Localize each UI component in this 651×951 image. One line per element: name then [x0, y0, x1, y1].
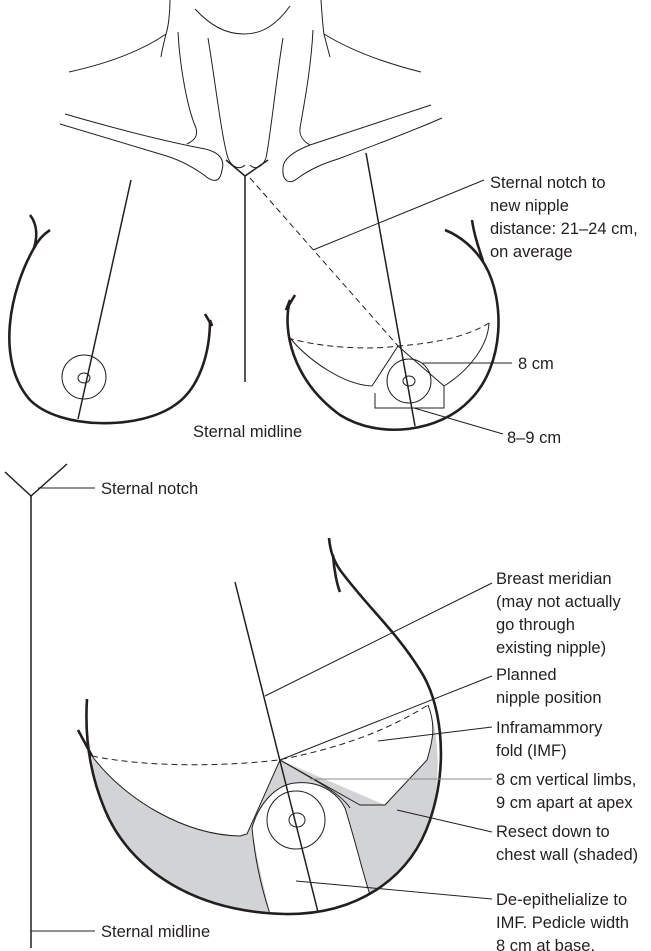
sternal-notch-and-midline: Sternal notch Sternal midline	[4, 463, 210, 948]
leader-planned-nipple	[279, 675, 493, 761]
label-breast-meridian: Breast meridian (may not actually go thr…	[496, 570, 625, 657]
label-sternal-midline-bottom: Sternal midline	[101, 923, 210, 941]
label-deepithelialize: De-epithelialize to IMF. Pedicle width 8…	[496, 891, 634, 951]
label-sternal-notch: Sternal notch	[101, 480, 198, 498]
top-panel: Sternal notch to new nipple distance: 21…	[8, 0, 642, 447]
leader-notch-distance	[312, 179, 485, 251]
left-breast	[8, 179, 214, 425]
top-labels: Sternal notch to new nipple distance: 21…	[193, 174, 642, 447]
bottom-labels: Breast meridian (may not actually go thr…	[264, 570, 641, 951]
leader-resect	[396, 809, 493, 833]
neck-and-shoulders	[59, 0, 443, 382]
bottom-breast	[76, 537, 443, 916]
label-resect: Resect down to chest wall (shaded)	[496, 823, 638, 864]
leader-deepithelialize	[295, 880, 493, 900]
right-breast	[249, 152, 500, 432]
leader-8-9cm	[413, 407, 504, 435]
bottom-panel: Sternal notch Sternal midline	[4, 463, 641, 951]
label-sternal-notch-distance: Sternal notch to new nipple distance: 21…	[490, 174, 642, 261]
label-8cm: 8 cm	[518, 355, 554, 373]
label-8-9cm: 8–9 cm	[507, 429, 561, 447]
leader-imf	[377, 726, 493, 742]
label-imf: Inframammory fold (IMF)	[496, 719, 607, 760]
notch-to-nipple-dashed-line	[249, 177, 399, 347]
imf-dashed-line	[287, 322, 490, 349]
leader-breast-meridian	[264, 582, 493, 697]
imf-dashed-line-bottom	[91, 704, 429, 766]
label-planned-nipple: Planned nipple position	[496, 666, 602, 707]
label-vertical-limbs: 8 cm vertical limbs, 9 cm apart at apex	[496, 771, 641, 812]
label-sternal-midline-top: Sternal midline	[193, 423, 302, 441]
breast-meridian-line	[234, 581, 319, 913]
